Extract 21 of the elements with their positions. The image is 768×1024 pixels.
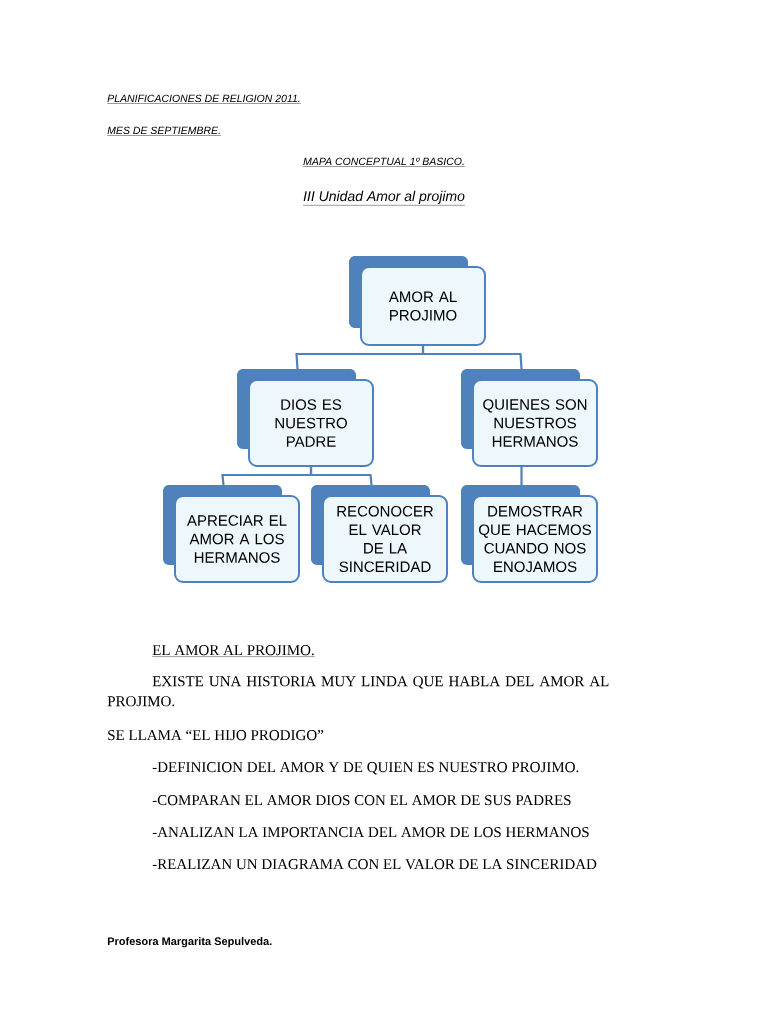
connector-line — [309, 467, 373, 486]
concept-box: APRECIAR EL AMOR A LOS HERMANOS — [163, 485, 300, 583]
concept-box: QUIENES SON NUESTROS HERMANOS — [461, 369, 598, 467]
subheading: MAPA CONCEPTUAL 1º BASICO. — [302, 157, 466, 167]
header-text: PLANIFICACIONES DE RELIGION 2011. — [107, 94, 301, 104]
connector-line — [421, 346, 523, 370]
concept-box: AMOR AL PROJIMO — [349, 256, 486, 346]
title: III Unidad Amor al projimo — [302, 190, 466, 206]
concept-box: DEMOSTRAR QUE HACEMOS CUANDO NOS ENOJAMOS — [461, 485, 598, 583]
signature: Profesora Margarita Sepulveda. — [107, 937, 272, 948]
list-item: -DEFINICION DEL AMOR Y DE QUIEN ES NUESTRO PROJIMO. — [152, 762, 579, 775]
section-heading: EL AMOR AL PROJIMO. — [152, 645, 315, 657]
header-text: MES DE SEPTIEMBRE. — [107, 126, 222, 136]
list-item: -ANALIZAN LA IMPORTANCIA DEL AMOR DE LOS HERMANOS — [152, 827, 589, 838]
connector-line — [520, 467, 523, 485]
concept-box: RECONOCER EL VALOR DE LA SINCERIDAD — [311, 485, 448, 583]
list-item: -COMPARAN EL AMOR DIOS CON EL AMOR DE SUS PADRES — [152, 795, 571, 806]
paragraph: SE LLAMA “EL HIJO PRODIGO” — [108, 730, 324, 741]
concept-box: DIOS ES NUESTRO PADRE — [237, 369, 374, 467]
paragraph: EXISTE UNA HISTORIA MUY LINDA QUE HABLA DEL AMOR AL PROJIMO. — [107, 676, 609, 707]
list-item: -REALIZAN UN DIAGRAMA CON EL VALOR DE LA SINCERIDAD — [152, 859, 597, 870]
